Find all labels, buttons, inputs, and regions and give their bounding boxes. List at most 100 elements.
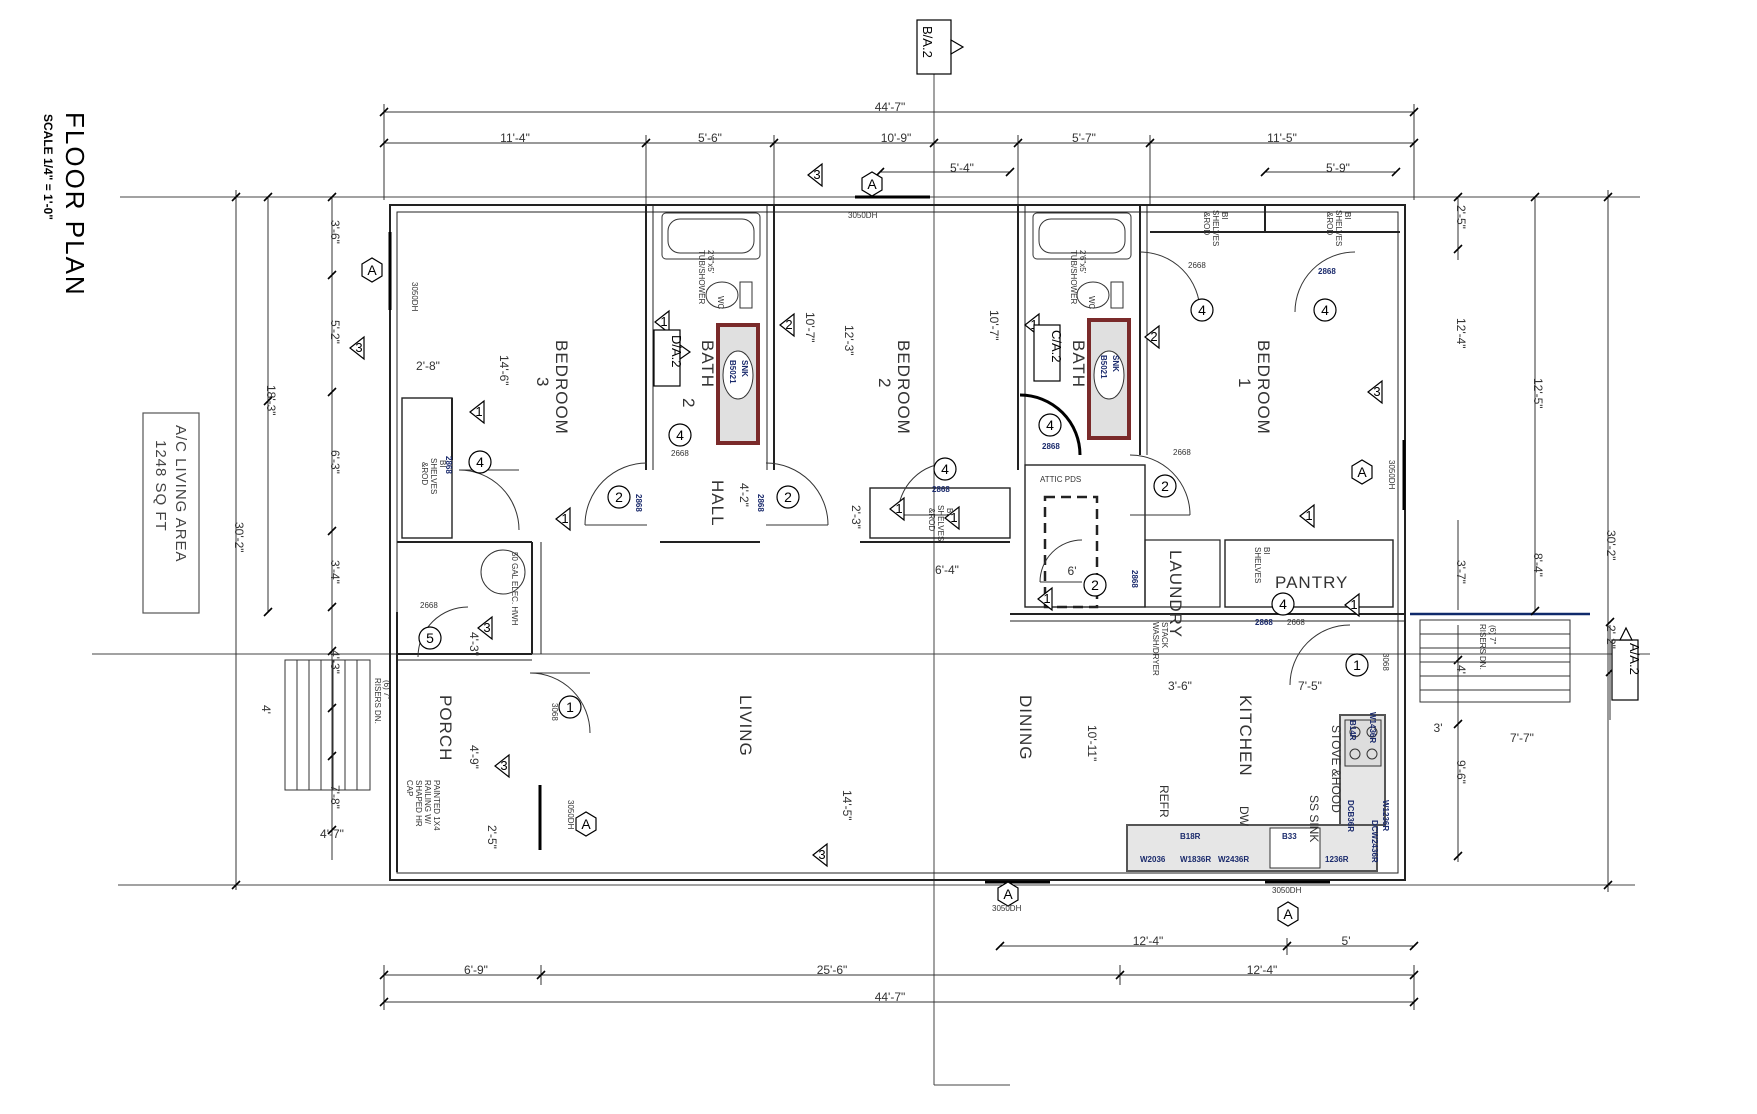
plan-text: 2668	[1188, 261, 1206, 270]
plan-text: 2668	[1287, 618, 1305, 627]
plan-text: 3'-6"	[328, 220, 342, 244]
plan-text: 2	[1161, 478, 1169, 494]
plan-text: 3050DH	[1272, 886, 1302, 895]
plan-text: 2'6"x5'	[706, 250, 715, 274]
plan-text: B18R	[1180, 832, 1201, 841]
plan-text: 5'-7"	[1072, 131, 1096, 145]
dimension-labels-vertical: 18'-3" 30'-2" 3'-6" 5'-2" 6'-3" 3'-4" 4'…	[232, 205, 1618, 849]
plan-text: 3	[355, 340, 362, 355]
plan-text: A	[1283, 906, 1293, 922]
plan-text: 2668	[1173, 448, 1191, 457]
plan-text: 3'	[1434, 721, 1443, 735]
plan-text: 2668	[671, 449, 689, 458]
plan-text: 1236R	[1325, 855, 1349, 864]
plan-text: 2868	[756, 494, 765, 512]
plan-text: SHELVES	[1253, 547, 1262, 583]
plan-text: 7'-5"	[1298, 679, 1322, 693]
plan-text: A	[1003, 886, 1013, 902]
plan-text: 4'-7"	[320, 827, 344, 841]
plan-text: BI	[1343, 212, 1352, 220]
plan-text: 10'-9"	[881, 131, 912, 145]
plan-text: &ROD	[927, 508, 936, 531]
plan-text: 25'-6"	[817, 963, 848, 977]
plan-text: STACK	[1160, 622, 1169, 649]
room-dining: DINING	[1016, 695, 1035, 761]
plan-text: DCW2436R	[1370, 820, 1379, 863]
plan-text: REFR	[1157, 785, 1171, 818]
living-area-sqft: 1248 SQ FT	[152, 440, 169, 532]
dimension-lines	[235, 104, 1611, 1010]
plan-text: 2'-5"	[485, 825, 499, 849]
plan-text: 2868	[1130, 570, 1139, 588]
plan-text: D/A.2	[669, 335, 684, 368]
plan-text: &ROD	[1325, 212, 1334, 235]
stairs	[284, 619, 1571, 791]
plan-text: 4'-3"	[328, 650, 342, 674]
plan-text: W2436R	[1218, 855, 1249, 864]
room-bath-2: BATH	[698, 340, 717, 388]
plan-text: 2868	[1318, 267, 1336, 276]
walls	[389, 204, 1406, 881]
plan-text: 4'	[259, 705, 273, 714]
plan-text: 3'-4"	[328, 560, 342, 584]
plan-text: &ROD	[420, 462, 429, 485]
plan-text: 5'-6"	[698, 131, 722, 145]
plan-text: 2668	[420, 601, 438, 610]
plan-text: SHELVES	[429, 458, 438, 494]
plan-text: 4	[1321, 302, 1329, 318]
door-swings	[417, 251, 1356, 734]
section-callout-labels: B/A.2 A/A.2 D/A.2 C/A.2	[669, 26, 1642, 675]
horizontal-small-dims: 4'-7" 7'-7" 3'	[320, 721, 1534, 841]
plan-text: WC	[1087, 296, 1096, 310]
drawing-title: FLOOR PLAN	[60, 112, 90, 297]
plan-text: BI	[1262, 547, 1271, 555]
room-bedroom-1-num: 1	[1235, 378, 1254, 388]
plan-text: 2	[1091, 577, 1099, 593]
plan-text: 4'-2"	[737, 483, 751, 507]
plan-text: 2'-2"	[1604, 625, 1618, 649]
plan-text: A	[867, 176, 877, 192]
plan-text: 2868	[1255, 618, 1273, 627]
plan-text: 3050DH	[410, 282, 419, 312]
plan-text: 7'-8"	[328, 785, 342, 809]
plan-text: 12'-3"	[842, 325, 856, 356]
plan-text: 2868	[932, 485, 950, 494]
room-pantry: PANTRY	[1275, 573, 1348, 592]
plan-text: 2	[785, 317, 792, 332]
dimension-ticks	[231, 107, 1615, 1007]
plan-text: 1	[475, 404, 482, 419]
room-bath-2-num: 2	[679, 398, 698, 408]
plan-text: 3	[483, 620, 490, 635]
plan-text: 12'-4"	[1133, 934, 1164, 948]
plan-text: 10'-7"	[987, 310, 1001, 341]
plan-text: W1436R	[1368, 712, 1377, 743]
wall-type-markers	[349, 162, 1383, 868]
plan-text: 4	[1198, 302, 1206, 318]
plan-text: WASH/DRYER	[1151, 622, 1160, 676]
plan-text: 2868	[444, 456, 453, 474]
plan-text: 2'6"x5'	[1078, 250, 1087, 274]
plan-text: 4	[476, 454, 484, 470]
plan-text: 4	[676, 427, 684, 443]
plan-text: SHAPED HR	[414, 780, 423, 827]
plan-text: BI	[438, 460, 447, 468]
plan-text: 2	[784, 489, 792, 505]
plan-text: 3	[500, 758, 507, 773]
fixtures	[480, 212, 1386, 872]
plan-text: DW	[1237, 806, 1251, 827]
plan-text: 3	[1373, 384, 1380, 399]
plan-text: 2868	[634, 494, 643, 512]
plan-text: RAILING W/	[423, 780, 432, 825]
plan-text: 1	[561, 511, 568, 526]
room-labels: BEDROOM 3 BEDROOM 2 BEDROOM 1 BATH 2 BAT…	[436, 340, 1348, 777]
plan-text: RISERS DN.	[1478, 624, 1487, 670]
plan-text: BI	[1220, 212, 1229, 220]
plan-text: 5'-2"	[328, 320, 342, 344]
room-laundry: LAUNDRY	[1166, 550, 1185, 638]
plan-text: A	[1357, 464, 1367, 480]
door-marker-labels: 4 4 2 2 4 4 2 2 4 4 4 1 5 1	[426, 302, 1361, 715]
plan-text: SHELVES	[1211, 210, 1220, 246]
plan-text: 8'-4"	[1531, 553, 1545, 577]
plan-text: 4'-9"	[467, 745, 481, 769]
plan-text: 3'-7"	[1454, 560, 1468, 584]
